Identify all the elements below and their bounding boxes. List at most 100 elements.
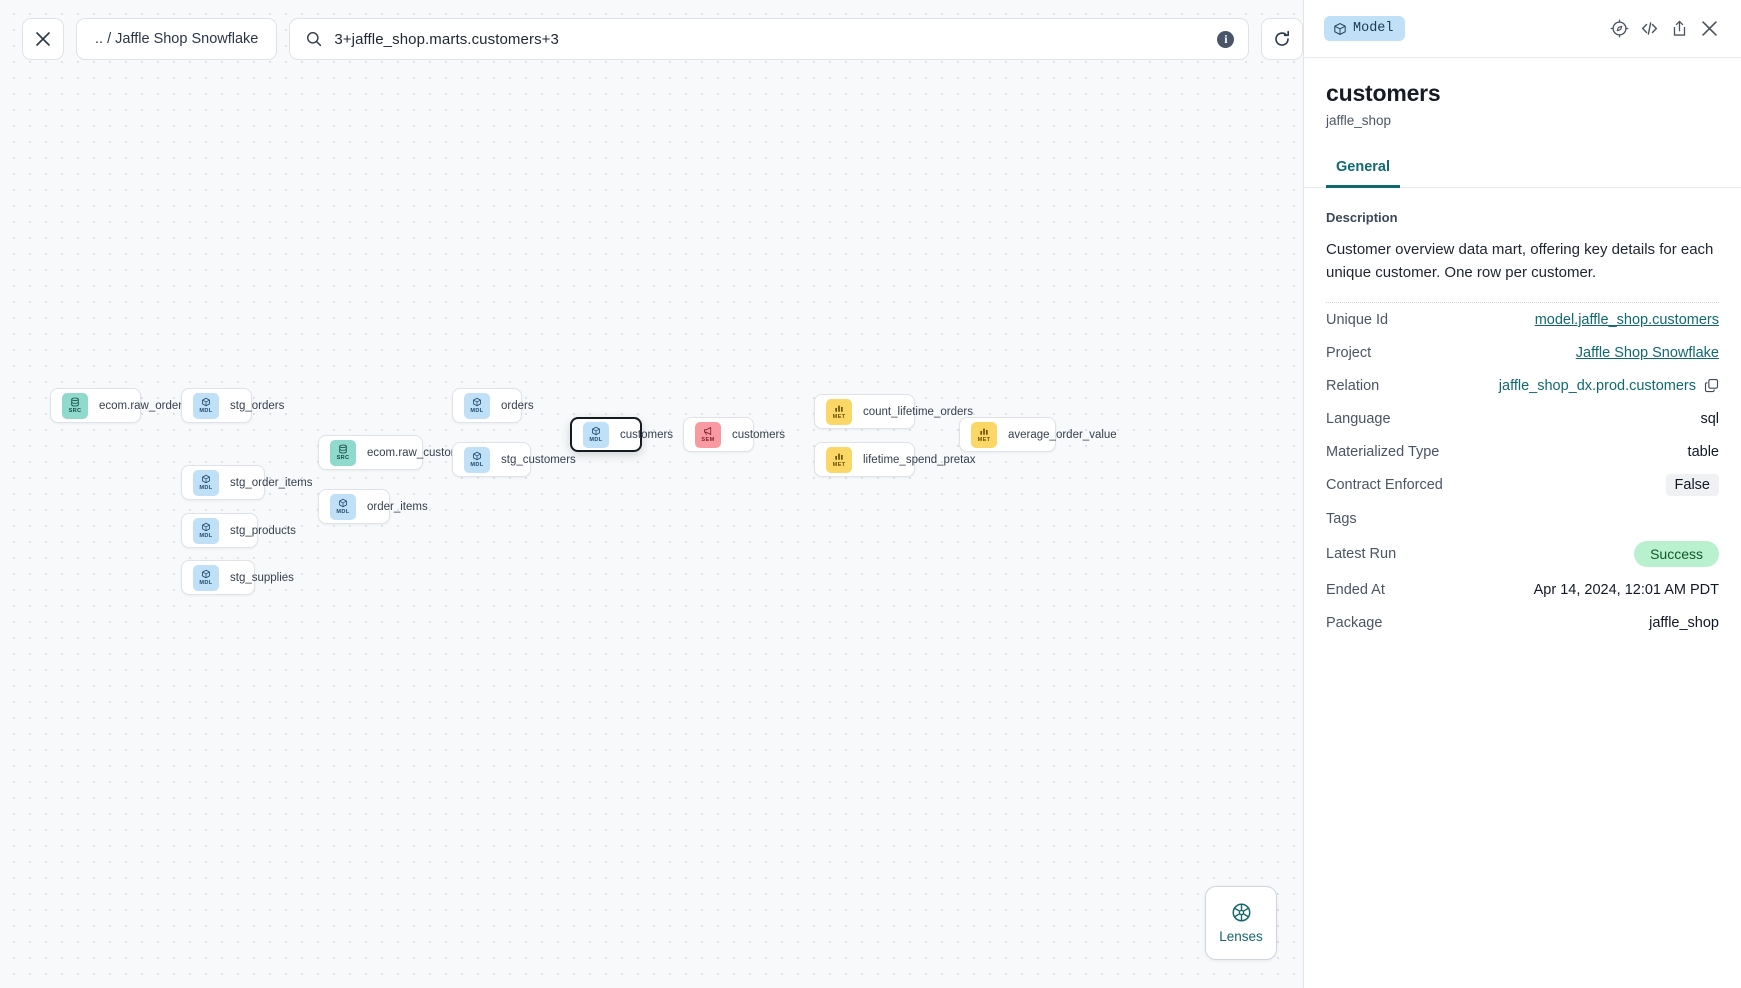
lineage-node-order_items[interactable]: MDL order_items: [318, 489, 428, 524]
node-label: stg_orders: [230, 399, 285, 412]
description-text: Customer overview data mart, offering ke…: [1326, 239, 1719, 303]
node-badge-src-icon: SRC: [62, 392, 88, 419]
property-row: Language sql: [1326, 402, 1719, 435]
search-info-icon[interactable]: i: [1217, 30, 1235, 48]
property-key: Tags: [1326, 510, 1357, 527]
property-key: Latest Run: [1326, 546, 1397, 562]
lineage-node-customers_mdl[interactable]: MDL customers: [570, 417, 673, 452]
node-label: count_lifetime_orders: [863, 405, 973, 418]
node-badge-mdl-icon: MDL: [193, 469, 219, 496]
lineage-node-lifetime_spend_pretax[interactable]: MET lifetime_spend_pretax: [814, 442, 976, 477]
node-label: lifetime_spend_pretax: [863, 453, 976, 466]
node-badge-sem-icon: SEM: [695, 421, 721, 448]
property-key: Package: [1326, 614, 1383, 631]
close-graph-button[interactable]: [22, 18, 64, 60]
property-key: Ended At: [1326, 581, 1385, 598]
property-value[interactable]: model.jaffle_shop.customers: [1534, 311, 1719, 328]
lineage-canvas[interactable]: .. / Jaffle Shop Snowflake 3+jaffle_shop…: [0, 0, 1303, 988]
node-badge-mdl-icon: MDL: [193, 392, 219, 419]
property-row: Contract Enforced False: [1326, 468, 1719, 502]
node-badge-mdl-icon: MDL: [330, 493, 356, 520]
node-label: customers: [732, 428, 786, 441]
close-icon: [1701, 21, 1717, 36]
property-key: Materialized Type: [1326, 443, 1440, 460]
property-key: Contract Enforced: [1326, 477, 1443, 493]
property-key: Relation: [1326, 377, 1380, 394]
node-label: ecom.raw_orders: [99, 399, 188, 412]
explore-button[interactable]: [1604, 14, 1634, 44]
property-value[interactable]: jaffle_shop_dx.prod.customers: [1498, 377, 1696, 394]
lenses-label: Lenses: [1219, 929, 1263, 944]
page-subtitle: jaffle_shop: [1326, 113, 1392, 128]
node-badge-met-icon: MET: [971, 421, 997, 448]
share-button[interactable]: [1664, 14, 1694, 44]
share-icon: [1673, 20, 1685, 36]
lineage-node-count_lifetime_orders[interactable]: MET count_lifetime_orders: [814, 394, 973, 429]
breadcrumb[interactable]: .. / Jaffle Shop Snowflake: [76, 18, 278, 60]
property-value-wrap: sql: [1700, 411, 1719, 427]
property-row: Latest Run Success: [1326, 535, 1719, 573]
property-value: Success: [1634, 541, 1719, 567]
property-row: Tags: [1326, 502, 1719, 535]
lenses-button[interactable]: Lenses: [1205, 886, 1277, 960]
property-value: jaffle_shop: [1649, 614, 1719, 631]
property-key: Language: [1326, 410, 1391, 427]
close-icon: [36, 32, 50, 46]
property-row: Project Jaffle Shop Snowflake: [1326, 336, 1719, 369]
node-badge-mdl-icon: MDL: [464, 392, 490, 419]
property-value-wrap: Apr 14, 2024, 12:01 AM PDT: [1534, 582, 1719, 598]
copy-icon[interactable]: [1704, 378, 1719, 393]
property-value: sql: [1700, 410, 1719, 427]
node-badge-mdl-icon: MDL: [583, 421, 609, 448]
panel-header: customers jaffle_shop: [1304, 58, 1741, 128]
property-value-wrap: jaffle_shop: [1649, 615, 1719, 631]
lineage-node-orders[interactable]: MDL orders: [452, 388, 534, 423]
property-key: Project: [1326, 344, 1372, 361]
node-type-label: Model: [1353, 21, 1394, 36]
cube-icon: [1334, 22, 1346, 35]
details-panel: Model: [1303, 0, 1741, 988]
property-row: Unique Id model.jaffle_shop.customers: [1326, 303, 1719, 336]
property-value: False: [1665, 474, 1719, 496]
node-type-chip[interactable]: Model: [1324, 16, 1405, 41]
lineage-node-customers_sem[interactable]: SEM customers: [683, 417, 785, 452]
property-value-wrap: table: [1688, 444, 1719, 460]
lineage-node-stg_order_items[interactable]: MDL stg_order_items: [181, 465, 312, 500]
node-label: average_order_value: [1008, 428, 1117, 441]
lineage-node-ecom_raw_orders[interactable]: SRC ecom.raw_orders: [50, 388, 188, 423]
node-badge-met-icon: MET: [826, 398, 852, 425]
tab-general[interactable]: General: [1326, 152, 1400, 188]
property-value: table: [1687, 443, 1719, 460]
node-label: ecom.raw_customers: [367, 446, 477, 459]
compass-icon: [1610, 19, 1628, 38]
property-value[interactable]: Jaffle Shop Snowflake: [1575, 344, 1719, 361]
property-value-wrap: model.jaffle_shop.customers: [1535, 312, 1719, 328]
search-value: 3+jaffle_shop.marts.customers+3: [334, 30, 559, 48]
node-label: customers: [620, 428, 674, 441]
property-row: Materialized Type table: [1326, 435, 1719, 468]
canvas-toolbar: .. / Jaffle Shop Snowflake 3+jaffle_shop…: [22, 18, 1303, 60]
close-panel-button[interactable]: [1694, 14, 1724, 44]
node-badge-met-icon: MET: [826, 446, 852, 473]
view-code-button[interactable]: [1634, 14, 1664, 44]
search-input[interactable]: 3+jaffle_shop.marts.customers+3 i: [289, 18, 1250, 60]
property-key: Unique Id: [1326, 311, 1389, 328]
lineage-node-stg_orders[interactable]: MDL stg_orders: [181, 388, 284, 423]
node-label: orders: [501, 399, 534, 412]
node-label: stg_customers: [501, 453, 576, 466]
property-row: Package jaffle_shop: [1326, 606, 1719, 639]
node-label: order_items: [367, 500, 428, 513]
refresh-button[interactable]: [1261, 18, 1303, 60]
refresh-icon: [1275, 30, 1290, 46]
aperture-icon: [1232, 903, 1250, 922]
lineage-node-average_order_value[interactable]: MET average_order_value: [959, 417, 1117, 452]
node-label: stg_supplies: [230, 571, 294, 584]
node-label: stg_order_items: [230, 476, 313, 489]
property-value-wrap: jaffle_shop_dx.prod.customers: [1499, 378, 1719, 394]
